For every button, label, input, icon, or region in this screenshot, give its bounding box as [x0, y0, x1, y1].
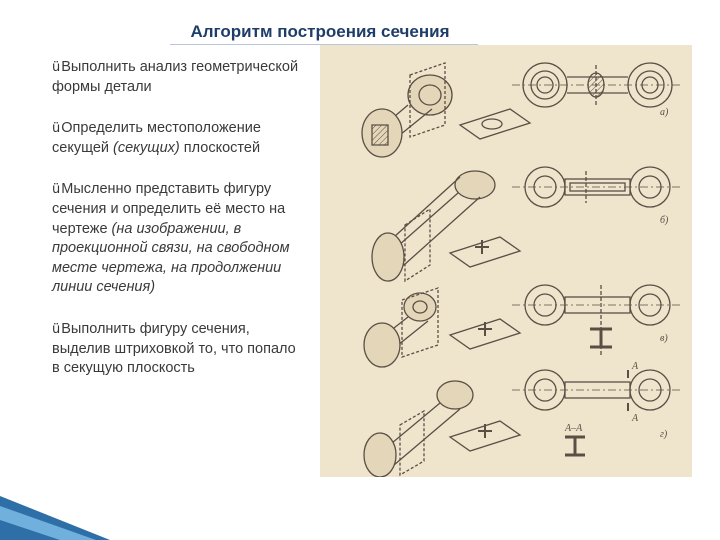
- label-a: а): [660, 107, 669, 118]
- check-icon: ü: [52, 121, 61, 137]
- part-drawing-b: [512, 166, 682, 208]
- drawing-svg: а) б) в) г) А А А–А: [361, 62, 682, 477]
- bullet-italic: (секущих): [113, 139, 180, 156]
- bullet-tail: плоскостей: [179, 139, 261, 156]
- bullet-text: Выполнить фигуру сечения, выделив штрихо…: [52, 320, 296, 377]
- label-c: в): [660, 333, 668, 344]
- corner-decoration: [0, 496, 110, 540]
- bullet-item-plane: üОпределить местоположение секущей (секу…: [52, 119, 302, 158]
- slide-title: Алгоритм построения сечения: [190, 22, 450, 41]
- technical-drawing-figure: а) б) в) г) А А А–А: [320, 45, 692, 477]
- check-icon: ü: [52, 60, 61, 75]
- check-icon: ü: [52, 321, 61, 337]
- part-drawing-d: [512, 369, 682, 457]
- part-drawing-c: [512, 284, 682, 357]
- part-isometric-c: [363, 287, 522, 368]
- part-isometric-b: [371, 170, 522, 283]
- part-isometric-a: [361, 62, 532, 158]
- bullet-italic: (на изображении, в проекционной связи, н…: [52, 220, 290, 296]
- bullet-item-imagine: üМысленно представить фигуру сечения и о…: [52, 180, 302, 298]
- label-b: б): [660, 215, 669, 226]
- part-drawing-a: [512, 62, 682, 108]
- section-mark-bottom: А: [631, 413, 639, 424]
- bullet-text: Выполнить анализ геометрической формы де…: [52, 59, 299, 95]
- check-icon: ü: [52, 182, 61, 198]
- section-mark-top: А: [631, 361, 639, 372]
- bullet-item-analysis: üВыполнить анализ геометрической формы д…: [52, 58, 302, 97]
- section-label: А–А: [564, 423, 583, 434]
- part-isometric-d: [363, 380, 522, 477]
- bullet-text: Мысленно представить фигуру сечения и оп…: [52, 181, 286, 237]
- bullet-list: üВыполнить анализ геометрической формы д…: [52, 58, 302, 401]
- bullet-text: Определить местоположение секущей: [52, 120, 261, 156]
- bullet-item-hatch: üВыполнить фигуру сечения, выделив штрих…: [52, 320, 302, 379]
- title-underline: [170, 44, 478, 45]
- label-d: г): [660, 429, 668, 440]
